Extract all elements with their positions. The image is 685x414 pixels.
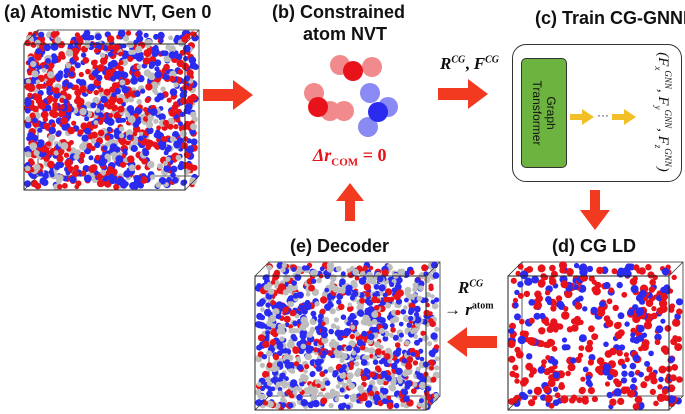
edge-b-c-r: R xyxy=(440,54,452,73)
edge-label-d-ratom: → ratom xyxy=(444,300,494,320)
graph-transformer-label: Graph Transformer xyxy=(530,81,558,146)
com-constraint-delta: Δr xyxy=(313,145,332,165)
panel-d-title: (d) CG LD xyxy=(552,236,636,256)
edge-b-c-f-sup: CG xyxy=(485,54,499,66)
panel-e-title: (e) Decoder xyxy=(290,236,390,256)
arrow-b-to-c xyxy=(438,79,488,109)
arrow-a-to-b xyxy=(203,80,253,110)
edge-b-c-r-sup: CG xyxy=(451,54,466,66)
edge-label-b-to-c: RCG, FCG xyxy=(440,54,499,74)
out-x-sup: GNN xyxy=(663,70,673,89)
edge-d-e-arrow: → xyxy=(444,300,466,319)
yellow-arrow-1 xyxy=(570,109,594,125)
edge-d-e-rr: r xyxy=(465,300,472,319)
edge-b-c-f: F xyxy=(473,54,486,73)
out-y: , F xyxy=(655,88,671,106)
constrained-molecules xyxy=(304,55,398,137)
edge-d-e-r-sup2: atom xyxy=(471,300,494,312)
out-z-sub: z xyxy=(653,144,663,149)
panel-a-molecular-box xyxy=(23,29,200,191)
out-open: (F xyxy=(655,52,671,67)
graph-transformer-block: Graph Transformer xyxy=(521,58,567,168)
out-y-sup: GNN xyxy=(663,109,673,129)
out-y-sub: y xyxy=(653,105,663,110)
panel-b-title-line1: (b) Constrained xyxy=(272,2,405,22)
out-z: , F xyxy=(655,128,671,145)
com-constraint-sub: COM xyxy=(331,156,359,169)
out-x-sub: x xyxy=(653,66,663,71)
com-constraint: ΔrCOM = 0 xyxy=(313,145,386,169)
panel-c-title: (c) Train CG-GNNFF xyxy=(535,8,685,28)
edge-d-e-r: R xyxy=(458,278,470,297)
gnn-force-output: (FxGNN, FyGNN, FzGNN) xyxy=(653,52,673,172)
yellow-arrow-2 xyxy=(612,109,636,125)
out-z-sup: GNN xyxy=(663,148,673,167)
arrow-d-to-e xyxy=(447,327,497,357)
graph-transformer-line2: Transformer xyxy=(530,80,544,146)
graph-transformer-line1: Graph xyxy=(544,96,558,130)
arrow-e-to-b xyxy=(336,183,364,221)
edge-b-c-sep: , xyxy=(465,54,474,73)
edge-label-d-r: RCG xyxy=(458,278,483,298)
panel-a-title: (a) Atomistic NVT, Gen 0 xyxy=(4,2,212,22)
arrow-c-to-d xyxy=(580,190,610,230)
layers-ellipsis: ··· xyxy=(597,108,609,122)
panel-e-decoded-box xyxy=(254,261,441,411)
out-close: ) xyxy=(655,166,671,172)
panel-b-title-line2: atom NVT xyxy=(303,24,388,44)
panel-d-cg-box xyxy=(507,261,684,411)
edge-d-e-r-sup: CG xyxy=(469,278,484,290)
com-constraint-rhs: = 0 xyxy=(358,145,387,165)
